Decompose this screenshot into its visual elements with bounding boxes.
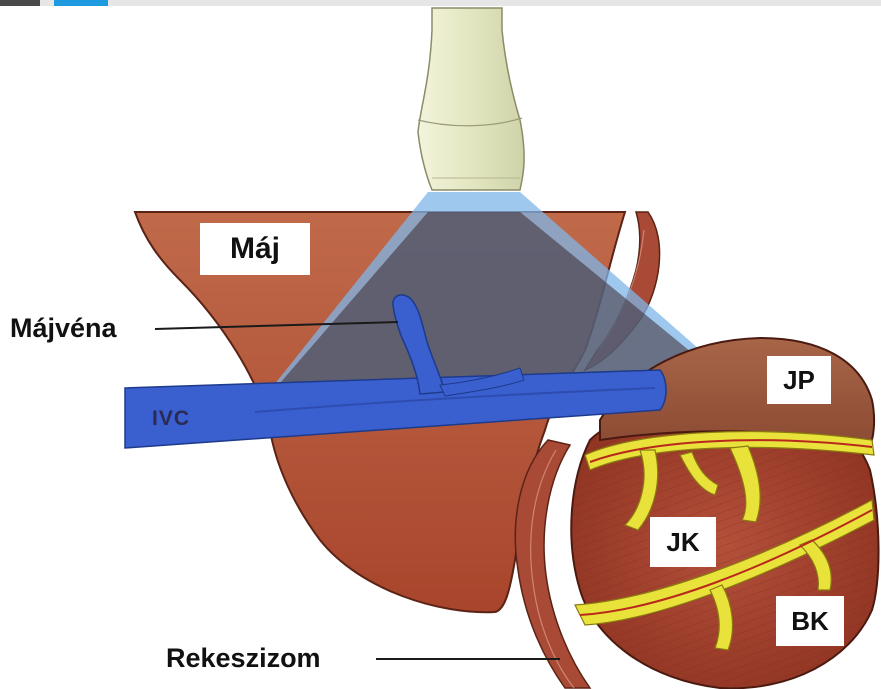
label-diaphragm: Rekeszizom (166, 645, 321, 672)
label-left-ventricle: BK (776, 596, 844, 646)
label-ivc: IVC (152, 408, 190, 429)
label-liver: Máj (200, 223, 310, 275)
label-right-ventricle: JK (650, 517, 716, 567)
ultrasound-probe-icon[interactable] (418, 8, 524, 190)
label-hepatic-vein: Májvéna (10, 315, 117, 342)
label-right-atrium: JP (767, 356, 831, 404)
